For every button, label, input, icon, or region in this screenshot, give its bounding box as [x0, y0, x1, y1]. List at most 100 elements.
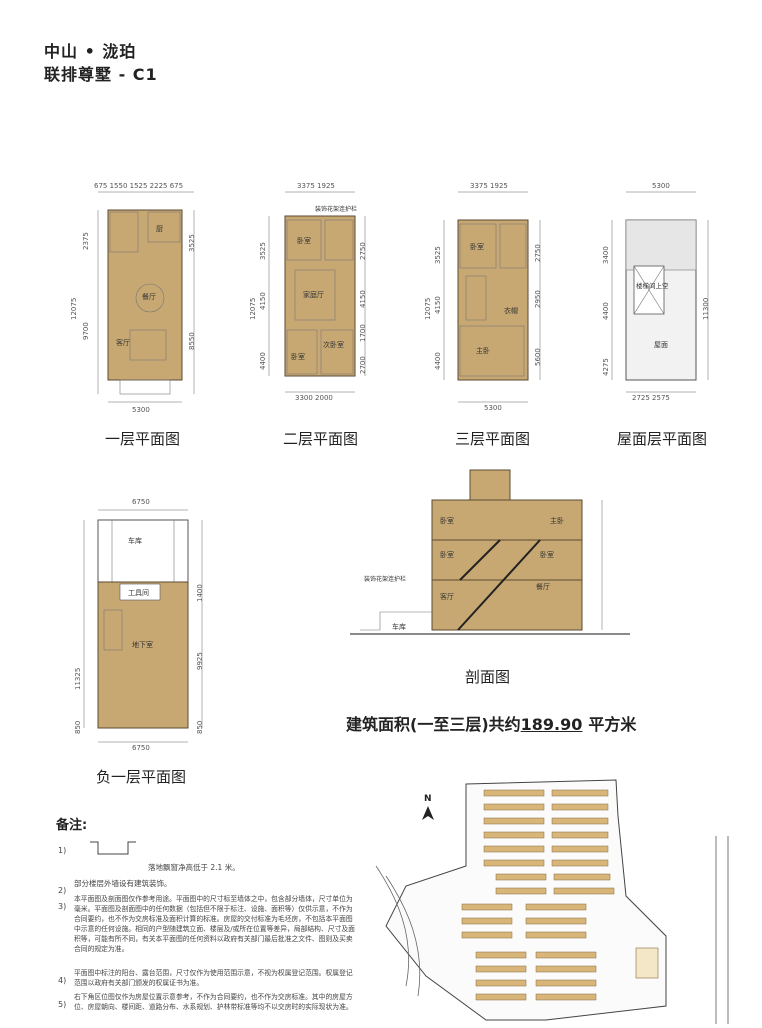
floor2-drawing	[268, 191, 366, 393]
roof-dim-left-1: 3400	[602, 246, 610, 264]
section-room-dining: 餐厅	[536, 583, 550, 591]
floor3-room-bed: 卧室	[470, 243, 484, 251]
note-5: 5) 右下角区位图仅作为房屋位置示意参考，不作为合同要约，也不作为交房标准。其中…	[58, 992, 358, 1011]
basement-dim-left-2: 850	[74, 720, 82, 734]
area-prefix: 建筑面积(一至三层)共约	[346, 715, 521, 734]
floor3-label: 三层平面图	[455, 430, 531, 448]
section-room-bed1: 卧室	[440, 517, 454, 525]
floor3-dim-left-1: 3525	[434, 246, 442, 264]
floor1-dim-right-1: 3525	[188, 234, 196, 252]
basement-room-cellar: 地下室	[132, 641, 153, 649]
notes-title: 备注:	[56, 818, 88, 833]
floor1-room-kitchen: 厨	[156, 225, 163, 233]
basement-dim-top: 6750	[132, 498, 150, 506]
section-drawing	[350, 469, 630, 635]
roof-drawing	[611, 191, 709, 393]
floor3-dim-top: 3375 1925	[470, 182, 508, 190]
section-room-bed2: 卧室	[440, 551, 454, 559]
note-4-text: 平面图中标注的阳台、露台范围，尺寸仅作为使用范围示意，不视为权属登记范围。权属登…	[74, 969, 353, 987]
floor1-dim-right-2: 8550	[188, 332, 196, 350]
floor2-dim-left-4: 4400	[259, 352, 267, 370]
section-room-bed3: 卧室	[540, 551, 554, 559]
floor2-room-bed2: 次卧室	[323, 341, 344, 349]
note-1: 1) 落地飘窗净高低于 2.1 米。	[58, 838, 240, 872]
floor1-label: 一层平面图	[105, 430, 181, 448]
note-3-num: 3)	[58, 902, 67, 911]
basement-dim-right-2: 9925	[196, 652, 204, 670]
floor2-dim-left-3: 4150	[259, 292, 267, 310]
floor1-dim-left-3: 9700	[82, 322, 90, 340]
north-label: N	[424, 794, 432, 804]
roof-dim-left-2: 4400	[602, 302, 610, 320]
floor3-plan: 3375 1925 5300 3525 12075 4150 4400 2750…	[424, 180, 552, 420]
floor3-dim-right-2: 2950	[534, 290, 542, 308]
floor3-dim-bottom: 5300	[484, 404, 502, 412]
roof-plan: 5300 2725 2575 3400 4400 4275 11300 楼梯间上…	[600, 180, 720, 420]
basement-dim-left-1: 11325	[74, 667, 82, 690]
note-4: 4) 平面图中标注的阳台、露台范围，尺寸仅作为使用范围示意，不视为权属登记范围。…	[58, 968, 358, 987]
floor3-dim-right-3: 5600	[534, 348, 542, 366]
floor1-drawing	[97, 191, 195, 403]
section-room-garage: 车库	[392, 623, 406, 631]
note-4-num: 4)	[58, 976, 67, 985]
floor2-dim-left-1: 3525	[259, 242, 267, 260]
floor2-dim-right-2: 4150	[359, 290, 367, 308]
floor2-room-family: 家庭厅	[303, 291, 324, 299]
roof-dim-right-1: 11300	[702, 297, 710, 320]
basement-plan: 6750 6750 11325 850 1400 9925 850 车库 工具间…	[70, 490, 220, 760]
floor2-room-bed1: 卧室	[297, 237, 311, 245]
floor2-room-bed3: 卧室	[291, 353, 305, 361]
section-drawing-wrap: 卧室 主卧 卧室 卧室 客厅 餐厅 车库 装饰花架连护栏	[340, 462, 640, 652]
basement-room-garage: 车库	[128, 537, 142, 545]
note-2: 2) 部分楼层外墙设有建筑装饰。	[58, 878, 358, 897]
basement-label: 负一层平面图	[96, 768, 187, 786]
floor1-plan: 675 1550 1525 2225 675 5300 2375 12075 9…	[70, 180, 200, 420]
floor2-dim-right-4: 2700	[359, 356, 367, 374]
note-5-num: 5)	[58, 1000, 67, 1009]
note-2-num: 2)	[58, 886, 67, 895]
note-3: 3) 本平面图及剖面图仅作参考用途。平面图中的尺寸标至墙体之中，包含部分墙体，尺…	[58, 894, 358, 953]
site-plan-drawing	[375, 779, 729, 1024]
roof-dim-left-3: 4275	[602, 358, 610, 376]
section-room-master: 主卧	[550, 517, 564, 525]
floor2-plan: 3375 1925 3300 2000 3525 12075 4150 4400…	[249, 180, 375, 420]
note-1-num: 1)	[58, 846, 67, 855]
roof-dim-top: 5300	[652, 182, 670, 190]
floor3-dim-left-4: 4400	[434, 352, 442, 370]
basement-dim-bottom: 6750	[132, 744, 150, 752]
floor3-room-master: 主卧	[476, 347, 490, 355]
basement-dim-right-3: 850	[196, 720, 204, 734]
floor1-dim-left-1: 2375	[82, 232, 90, 250]
north-arrow-icon	[422, 806, 434, 820]
section-room-living: 客厅	[440, 593, 454, 601]
basement-dim-right-1: 1400	[196, 584, 204, 602]
note-5-text: 右下角区位图仅作为房屋位置示意参考，不作为合同要约，也不作为交房标准。其中的房屋…	[74, 993, 353, 1011]
roof-room-terrace: 屋面	[654, 341, 668, 349]
floor3-dim-left-2: 12075	[424, 297, 432, 320]
floor-area-statement: 建筑面积(一至三层)共约189.90 平方米	[346, 711, 636, 735]
roof-label: 屋面层平面图	[617, 430, 708, 448]
roof-room-stairwell: 楼梯间上空	[636, 282, 669, 290]
floor2-dim-left-2: 12075	[249, 297, 257, 320]
floor2-dim-top: 3375 1925	[297, 182, 335, 190]
bay-window-icon	[90, 841, 136, 855]
section-label: 剖面图	[465, 668, 511, 686]
floor3-dim-right-1: 2750	[534, 244, 542, 262]
floor1-dim-top: 675 1550 1525 2225 675	[94, 182, 184, 190]
unit-title: 联排尊墅 - C1	[44, 65, 158, 84]
floor2-label: 二层平面图	[283, 430, 359, 448]
floor2-dim-bottom: 3300 2000	[295, 394, 333, 402]
floor3-dim-left-3: 4150	[434, 296, 442, 314]
note-3-text: 本平面图及剖面图仅作参考用途。平面图中的尺寸标至墙体之中，包含部分墙体，尺寸单位…	[74, 895, 355, 953]
floor1-room-living: 客厅	[116, 339, 130, 347]
floor1-room-dining: 餐厅	[142, 293, 156, 301]
site-plan: N	[366, 776, 746, 1024]
floor2-dim-right-1: 2750	[359, 242, 367, 260]
area-suffix: 平方米	[588, 715, 637, 734]
floor1-dim-bottom: 5300	[132, 406, 150, 414]
floor3-drawing	[443, 191, 541, 403]
floor3-room-closet: 衣帽	[504, 307, 518, 315]
note-1-text: 落地飘窗净高低于 2.1 米。	[148, 863, 240, 872]
roof-dim-bottom: 2725 2575	[632, 394, 670, 402]
area-value: 189.90	[520, 715, 583, 734]
